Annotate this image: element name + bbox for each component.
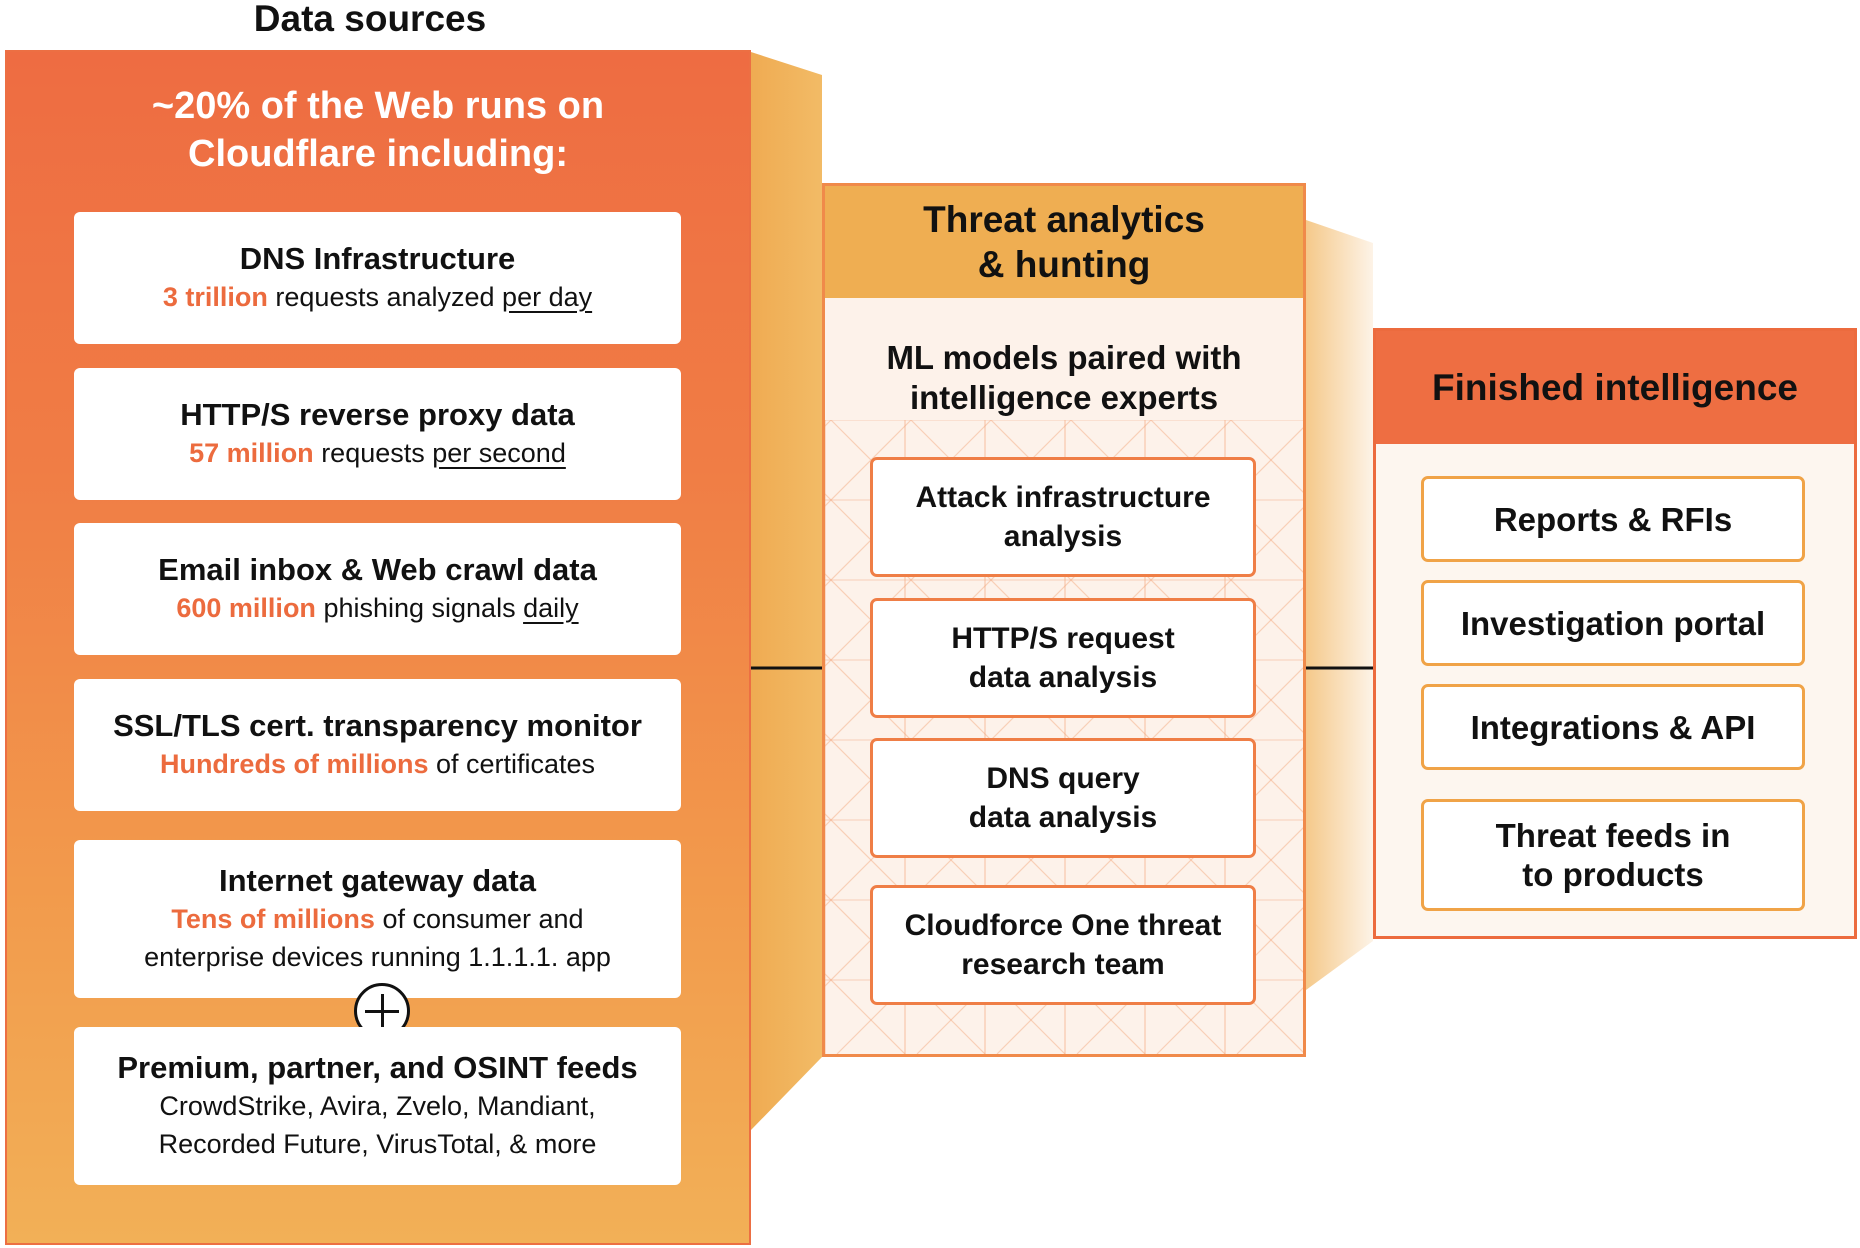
fan-right xyxy=(1306,220,1373,990)
pattern-line xyxy=(825,493,1303,973)
data-sources-title: Data sources xyxy=(253,0,487,39)
pattern-line xyxy=(1150,420,1303,573)
card-detail: 3 trillion requests analyzed per day xyxy=(162,282,593,312)
card-title: Premium, partner, and OSINT feeds xyxy=(117,1050,638,1085)
dns-infrastructure-card: DNS Infrastructure 3 trillion requests a… xyxy=(74,212,681,344)
card-title: SSL/TLS cert. transparency monitor xyxy=(113,708,642,743)
card-detail-line2: enterprise devices running 1.1.1.1. app xyxy=(144,942,611,972)
pattern-line xyxy=(1156,907,1303,1054)
internet-gateway-card: Internet gateway data Tens of millions o… xyxy=(74,840,681,998)
card-title: Email inbox & Web crawl data xyxy=(158,552,597,587)
reports-rfis-card: Reports & RFIs xyxy=(1421,476,1805,562)
card-title: DNS Infrastructure xyxy=(239,241,516,276)
fan-left xyxy=(751,52,822,1130)
pattern-line xyxy=(825,507,1303,987)
integrations-api-card: Integrations & API xyxy=(1421,684,1805,770)
investigation-portal-card: Investigation portal xyxy=(1421,580,1805,666)
card-detail: 600 million phishing signals daily xyxy=(176,593,579,623)
card-detail: 57 million requests per second xyxy=(189,438,566,468)
card-detail-line2: Recorded Future, VirusTotal, & more xyxy=(158,1129,597,1159)
card-title: HTTP/S reverse proxy data xyxy=(180,397,575,432)
premium-feeds-card: Premium, partner, and OSINT feeds CrowdS… xyxy=(74,1027,681,1185)
data-sources-heading: ~20% of the Web runs on Cloudflare inclu… xyxy=(151,85,605,175)
card-detail: CrowdStrike, Avira, Zvelo, Mandiant, xyxy=(159,1091,596,1121)
card-title: Internet gateway data xyxy=(219,863,536,898)
finished-intelligence-header: Finished intelligence xyxy=(1376,331,1854,444)
http-proxy-card: HTTP/S reverse proxy data 57 million req… xyxy=(74,368,681,500)
email-web-crawl-card: Email inbox & Web crawl data 600 million… xyxy=(74,523,681,655)
card-detail: Hundreds of millions of certificates xyxy=(159,749,596,779)
card-detail: Tens of millions of consumer and xyxy=(171,904,584,934)
threat-analytics-header: Threat analytics& hunting xyxy=(825,186,1303,298)
ssl-tls-card: SSL/TLS cert. transparency monitor Hundr… xyxy=(74,679,681,811)
